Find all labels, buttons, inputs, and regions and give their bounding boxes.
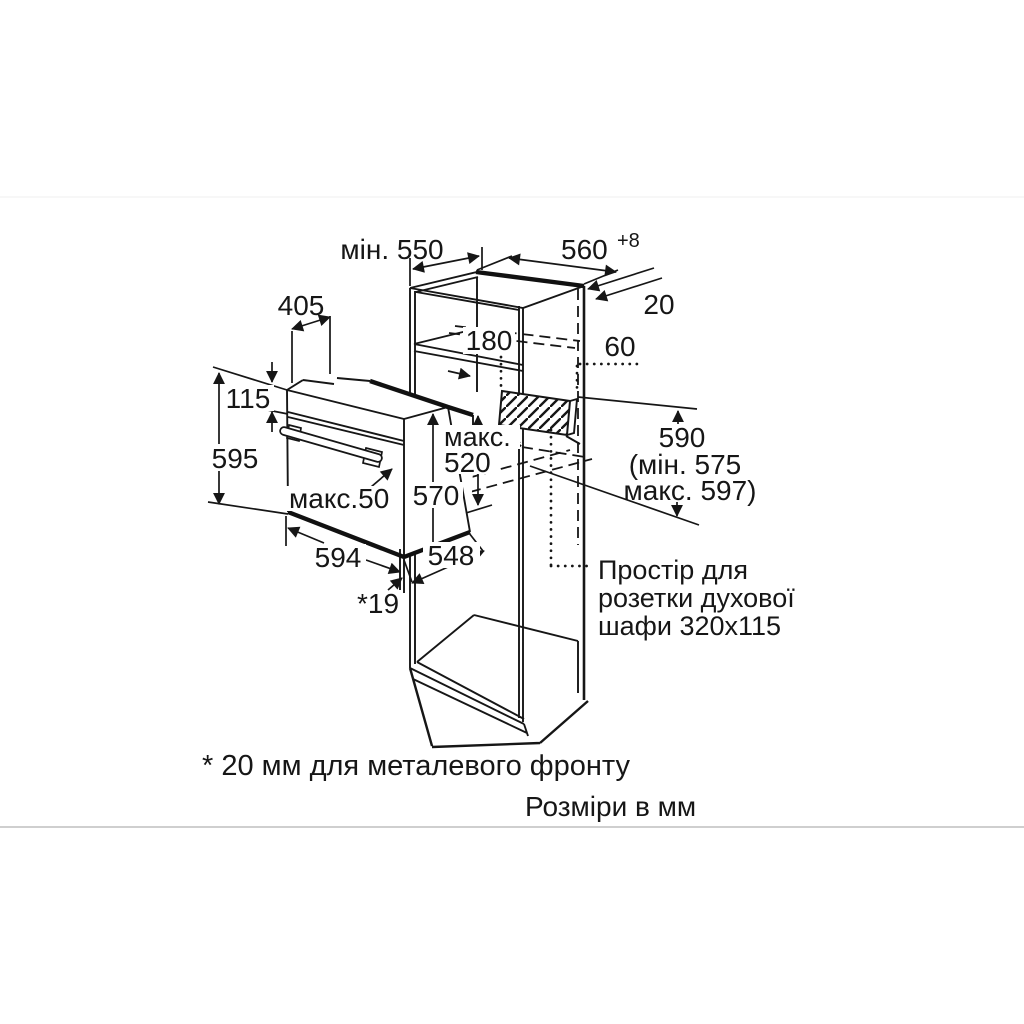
wall-line-2 <box>595 277 663 302</box>
cabinet-top-back-edge <box>475 269 585 289</box>
dim-body-depth-label: 548 <box>428 540 475 571</box>
handle-bar-fill <box>281 428 381 461</box>
dim-shelf-height-label: 180 <box>466 325 513 356</box>
dim-line-depth-min <box>412 252 480 273</box>
label-bg-maks <box>440 425 520 449</box>
hidden-edges-dashed <box>448 289 593 545</box>
dim-line-front-width-right <box>365 559 401 574</box>
label-bg-180 <box>463 327 515 354</box>
dim-line-width <box>508 253 617 277</box>
dim-socket-offset-label: 60 <box>604 331 635 362</box>
wall-line-1 <box>587 267 655 292</box>
dim-arrow-handle-max <box>370 468 393 488</box>
units-note-text: Розміри в мм <box>525 791 696 822</box>
dim-max-depth-label: 520 <box>444 447 491 478</box>
label-bg-maks50 <box>285 486 399 511</box>
cabinet-plinth-edges <box>408 667 589 749</box>
vent-hatch <box>497 389 572 437</box>
dim-line-top-depth <box>291 314 331 332</box>
dim-niche-min-label: (мін. 575 <box>629 449 742 480</box>
dim-width-label: 560 <box>561 234 608 265</box>
dim-back-gap-label: 20 <box>643 289 674 320</box>
dim-handle-max-label: макс.50 <box>289 483 389 514</box>
dim-arrow-shelf-height <box>447 367 471 380</box>
socket-note: Простір для розетки духової шафи 320x115 <box>598 555 795 641</box>
dim-niche-height-label: 590 <box>659 422 706 453</box>
dim-oven-height-label: 595 <box>212 443 259 474</box>
label-bg-520 <box>440 449 497 474</box>
vent-hatch-area <box>497 389 572 437</box>
label-bg-594 <box>311 544 366 570</box>
dim-depth-min-label: мін. 550 <box>340 234 443 265</box>
footnote-text: * 20 мм для металевого фронту <box>202 750 631 782</box>
dim-niche-max-label: макс. 597) <box>624 475 757 506</box>
dim-front-width-label: 594 <box>315 542 362 573</box>
label-bg-570 <box>409 482 463 508</box>
dim-panel-height-label: 115 <box>226 383 271 414</box>
cabinet-drawing <box>408 269 593 749</box>
label-bg-115 <box>223 385 274 411</box>
dim-line-front-width-left <box>287 526 325 544</box>
dim-max-word-label: макс. <box>444 422 511 452</box>
label-bg-595 <box>208 444 263 471</box>
dim-gap-note-label: *19 <box>357 588 399 619</box>
oven-handle <box>279 423 383 469</box>
label-bg-548 <box>423 542 480 568</box>
socket-note-line1: Простір для <box>598 555 748 585</box>
socket-note-line3: шафи 320x115 <box>598 611 781 641</box>
dim-width-tolerance-label: +8 <box>617 230 640 252</box>
dim-top-depth-label: 405 <box>278 290 325 321</box>
dim-side-height-label: 570 <box>413 480 460 511</box>
dim-arrow-gap-note <box>387 577 403 591</box>
socket-note-line2: розетки духової <box>598 583 795 613</box>
